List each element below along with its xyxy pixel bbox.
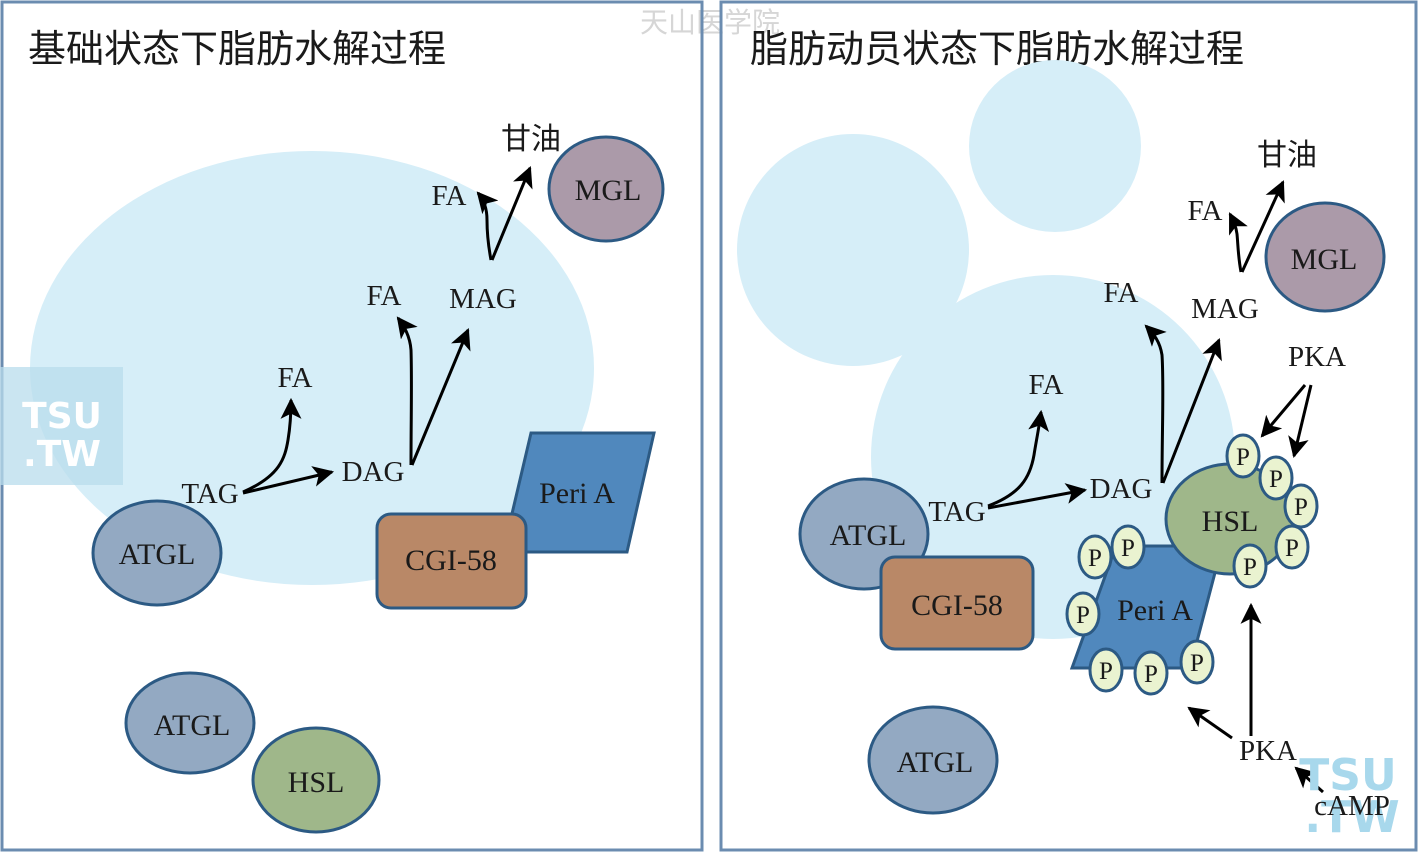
phosphate-label: P: [1144, 661, 1158, 688]
label-fa-mid: FA: [367, 280, 402, 312]
atgl-node-cytosol: ATGL: [867, 705, 999, 815]
hsl-node-cytosol: HSL: [251, 726, 381, 834]
mgl-node: MGL: [547, 135, 665, 243]
perilipin-node: Peri A: [501, 431, 656, 554]
label-dag: DAG: [1090, 473, 1153, 505]
panel-stimulated-frame: [719, 0, 1418, 852]
arrow-pka-to-perilipin: [1260, 384, 1307, 438]
phosphate-label: P: [1243, 554, 1257, 581]
arrow-tag-to-fa: [987, 409, 1050, 508]
arrow-pka-to-perilipin-lower: [1187, 706, 1233, 740]
watermark-logo-corner-line1: TSU: [1299, 750, 1396, 801]
label-mag: MAG: [449, 283, 517, 315]
phosphate-label: P: [1121, 535, 1135, 562]
cgi58-label: CGI-58: [405, 544, 497, 577]
watermark-logo: TSU .TW: [0, 367, 123, 485]
phosphate-label: P: [1294, 494, 1308, 521]
arrow-mag-to-fa: [1228, 212, 1248, 273]
atgl-droplet-label: ATGL: [830, 519, 907, 552]
hsl-label: HSL: [1202, 505, 1259, 538]
watermark-logo-corner-line2: .TW: [1304, 792, 1399, 843]
perilipin-label: Peri A: [1117, 594, 1193, 627]
label-fa-top: FA: [1188, 195, 1223, 227]
cgi58-label: CGI-58: [911, 589, 1003, 622]
perilipin-label: Peri A: [539, 477, 615, 510]
arrow-dag-to-fa: [1144, 324, 1167, 484]
label-pka-bottom: PKA: [1239, 735, 1297, 767]
phosphate-group: P: [1274, 524, 1310, 570]
phosphate-group: P: [1110, 524, 1146, 570]
panel-basal: 基础状态下脂肪水解过程 甘油 FA FA MAG FA TAG DAG MGL …: [0, 0, 704, 852]
atgl-cytosol-label: ATGL: [154, 709, 231, 742]
phosphate-group: P: [1179, 639, 1215, 685]
panel-basal-title: 基础状态下脂肪水解过程: [28, 27, 446, 71]
lipid-droplet-small-2: [969, 60, 1141, 232]
phosphate-group: P: [1283, 483, 1319, 529]
watermark-text: 天山医学院: [640, 6, 780, 39]
atgl-node-droplet: ATGL: [91, 499, 223, 607]
label-glycerol: 甘油: [1257, 138, 1317, 173]
phosphate-group: P: [1258, 455, 1294, 501]
phosphate-group: P: [1225, 433, 1261, 479]
label-fa-low: FA: [1029, 369, 1064, 401]
phosphate-label: P: [1076, 602, 1090, 629]
watermark-logo-line2: .TW: [23, 434, 101, 475]
lipid-droplet-small-1: [737, 134, 969, 366]
mgl-node: MGL: [1264, 201, 1386, 313]
mgl-label: MGL: [575, 174, 642, 207]
watermark-logo-corner: TSU .TW: [1299, 750, 1399, 843]
mgl-label: MGL: [1291, 243, 1358, 276]
phosphate-group: P: [1065, 591, 1101, 637]
atgl-cytosol-label: ATGL: [897, 746, 974, 779]
phosphate-label: P: [1190, 650, 1204, 677]
cgi58-node: CGI-58: [879, 555, 1035, 651]
label-fa-low: FA: [278, 362, 313, 394]
atgl-node-cytosol: ATGL: [124, 671, 256, 775]
arrow-pka-to-hsl: [1288, 384, 1313, 459]
hsl-cytosol-label: HSL: [288, 766, 345, 799]
arrow-mag-to-glycerol: [490, 166, 533, 261]
phosphate-label: P: [1269, 466, 1283, 493]
atgl-droplet-label: ATGL: [119, 538, 196, 571]
watermark-logo-line1: TSU: [22, 396, 102, 437]
cgi58-node: CGI-58: [375, 512, 528, 610]
arrow-dag-to-mag: [1161, 338, 1222, 484]
label-fa-mid: FA: [1104, 277, 1139, 309]
panel-stimulated-title: 脂肪动员状态下脂肪水解过程: [750, 27, 1244, 71]
arrow-mag-to-fa: [476, 191, 499, 261]
phosphate-group: P: [1133, 650, 1169, 696]
phosphate-label: P: [1236, 444, 1250, 471]
phosphate-groups: P P P P P P P: [1065, 433, 1319, 696]
arrow-tag-to-dag: [987, 483, 1088, 510]
arrow-dag-to-mag: [410, 328, 471, 466]
label-tag: TAG: [181, 478, 238, 510]
phosphate-group: P: [1232, 543, 1268, 589]
arrow-camp-to-pka: [1294, 766, 1324, 794]
phosphate-group: P: [1088, 647, 1124, 693]
lipid-droplet: [30, 151, 594, 585]
arrow-tag-to-dag: [242, 466, 335, 495]
label-pka-top: PKA: [1288, 341, 1346, 373]
panel-stimulated: 脂肪动员状态下脂肪水解过程 甘油 FA FA MAG PKA FA TAG DA…: [719, 0, 1418, 852]
arrow-tag-to-fa: [242, 397, 302, 494]
arrow-dag-to-fa: [396, 316, 418, 466]
label-glycerol: 甘油: [501, 122, 561, 157]
label-mag: MAG: [1191, 293, 1259, 325]
label-tag: TAG: [928, 496, 985, 528]
phosphate-label: P: [1088, 545, 1102, 572]
label-fa-top: FA: [432, 180, 467, 212]
phosphate-label: P: [1099, 658, 1113, 685]
arrow-mag-to-glycerol: [1240, 180, 1285, 273]
label-camp: cAMP: [1314, 790, 1390, 822]
phosphate-label: P: [1285, 535, 1299, 562]
phosphate-group: P: [1077, 534, 1113, 580]
label-dag: DAG: [342, 456, 405, 488]
